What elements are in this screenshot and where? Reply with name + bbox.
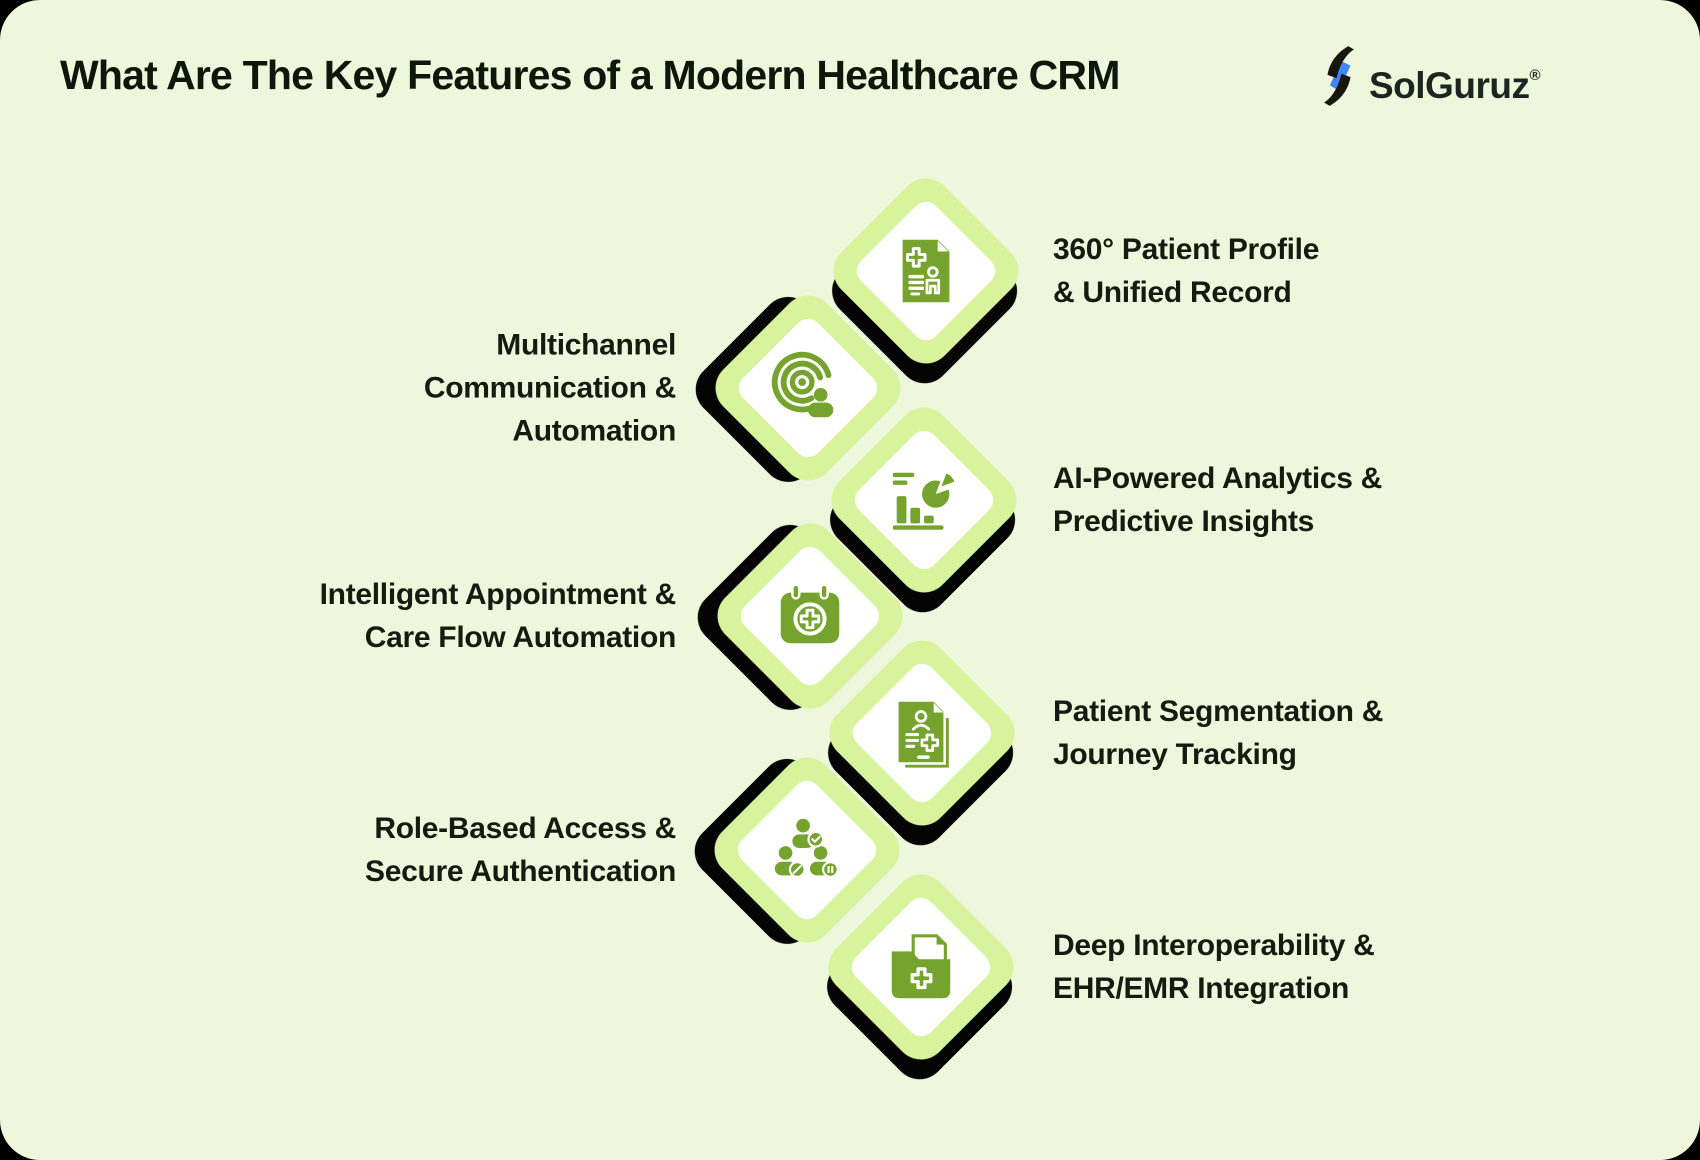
feature-diamond-5 <box>818 629 1026 837</box>
feature-label-5: Patient Segmentation & Journey Tracking <box>1053 690 1383 776</box>
label-line: Multichannel <box>496 328 676 362</box>
registered-mark: ® <box>1529 67 1541 84</box>
label-line: & Unified Record <box>1053 276 1292 309</box>
page-title: What Are The Key Features of a Modern He… <box>60 52 1120 98</box>
brand-name: SolGuruz® <box>1369 46 1540 116</box>
label-line: Journey Tracking <box>1053 738 1297 771</box>
solguruz-logo-icon <box>1324 46 1354 106</box>
label-line: Communication & <box>423 371 676 405</box>
feature-diamond-4 <box>706 512 914 720</box>
feature-label-2: Multichannel Communication & Automation <box>424 324 676 453</box>
feature-label-7: Deep Interoperability & EHR/EMR Integrat… <box>1053 924 1375 1010</box>
label-line: Patient Segmentation & <box>1053 695 1384 728</box>
feature-diamond-2 <box>704 284 912 492</box>
patient-record-icon <box>902 239 950 303</box>
ehr-folder-icon <box>891 934 951 999</box>
feature-diamond-1 <box>822 167 1030 375</box>
analytics-chart-icon <box>892 472 955 530</box>
feature-diamond-7 <box>817 863 1025 1071</box>
label-line: 360° Patient Profile <box>1053 233 1320 266</box>
feature-label-6: Role-Based Access & Secure Authenticatio… <box>365 807 676 893</box>
label-line: Role-Based Access & <box>374 812 676 845</box>
feature-diamond-6 <box>703 746 911 954</box>
feature-label-4: Intelligent Appointment & Care Flow Auto… <box>319 573 677 659</box>
label-line: Deep Interoperability & <box>1053 929 1375 962</box>
feature-label-3: AI-Powered Analytics & Predictive Insigh… <box>1053 457 1382 543</box>
team-roles-icon <box>774 818 839 878</box>
label-line: Predictive Insights <box>1053 505 1315 538</box>
label-line: Intelligent Appointment & <box>319 578 677 611</box>
patient-segmentation-icon <box>898 701 949 768</box>
label-line: Care Flow Automation <box>364 621 677 654</box>
label-line: Automation <box>512 414 676 448</box>
brand-name-text: SolGuruz <box>1369 65 1530 106</box>
label-line: AI-Powered Analytics & <box>1053 462 1383 495</box>
feature-diamond-3 <box>820 396 1028 604</box>
brand-logo: SolGuruz® <box>1316 46 1540 116</box>
label-line: EHR/EMR Integration <box>1053 972 1349 1005</box>
label-line: Secure Authentication <box>365 855 676 888</box>
broadcast-communication-icon <box>771 351 834 418</box>
feature-label-1: 360° Patient Profile & Unified Record <box>1053 228 1319 314</box>
medical-calendar-icon <box>780 583 840 644</box>
